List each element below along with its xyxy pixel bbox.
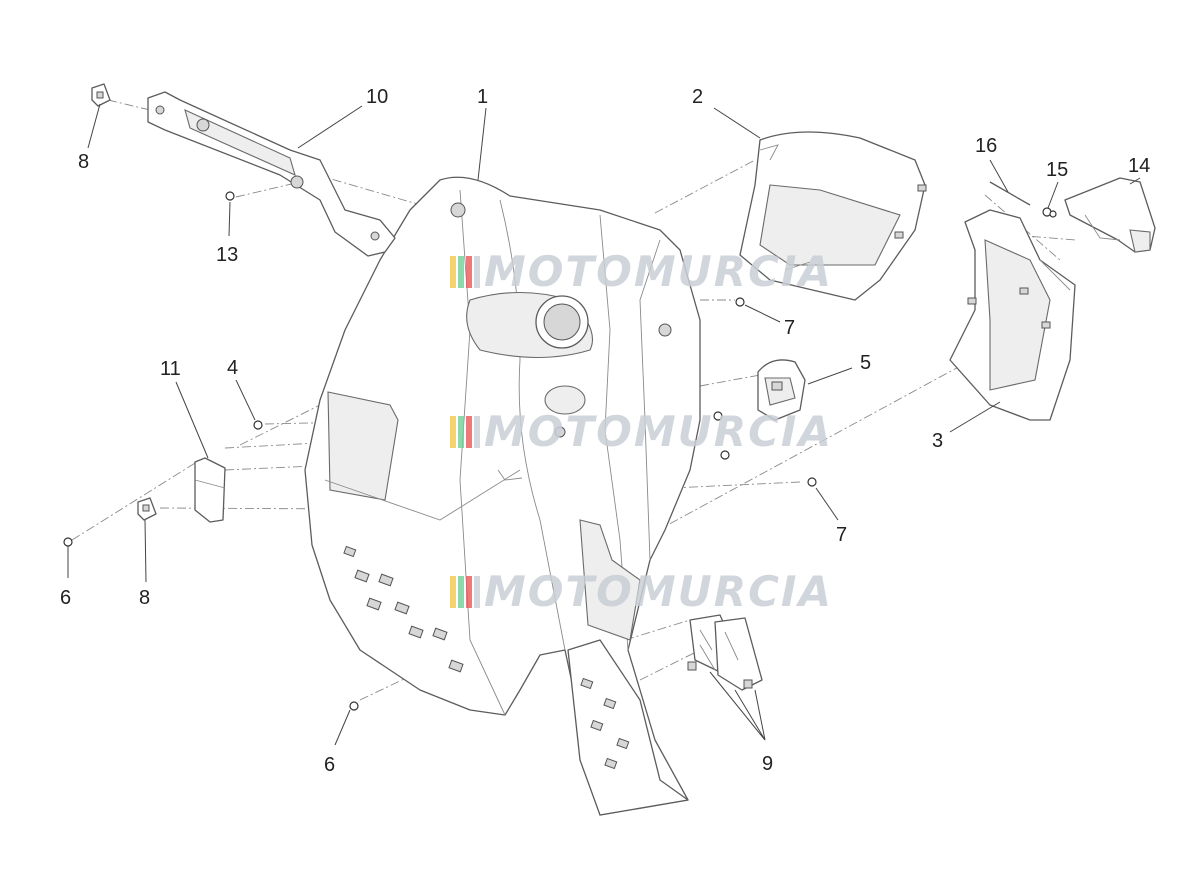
callout-8-bottom: 8 [139,587,150,609]
bracket-part-10 [147,91,396,257]
clip-part-11 [194,457,226,523]
screw-extra-1 [713,411,723,421]
nut-part-8-top [91,83,111,107]
leader-lines [67,103,1141,746]
callout-5: 5 [860,352,871,374]
svg-text:MOTOMURCIA: MOTOMURCIA [484,567,833,616]
watermark-2: MOTOMURCIA [450,407,833,456]
callout-9: 9 [762,753,773,775]
watermark-3: MOTOMURCIA [450,567,833,616]
svg-text:MOTOMURCIA: MOTOMURCIA [484,407,833,456]
fastener-set-part-9 [687,614,763,691]
callout-13: 13 [216,244,238,266]
callout-1: 1 [477,86,488,108]
callout-10: 10 [366,86,388,108]
callout-15: 15 [1046,159,1068,181]
cover-part-14 [1064,177,1156,253]
callout-14: 14 [1128,155,1150,177]
screws [63,191,817,711]
callout-11: 11 [160,358,181,380]
screw-6-left [63,537,73,547]
callout-numbers: 1 2 3 4 5 6 6 7 7 8 8 9 10 11 13 14 15 1… [60,86,1150,776]
callout-6-left: 6 [60,587,71,609]
screw-7-top [735,297,745,307]
callout-16: 16 [975,135,997,157]
callout-7-top: 7 [784,317,795,339]
screw-6-bottom [349,701,359,711]
watermark-1: MOTOMURCIA [450,247,833,296]
lock-part-5 [757,359,806,421]
screw-7-right [807,477,817,487]
svg-text:MOTOMURCIA: MOTOMURCIA [484,247,833,296]
callout-7-right: 7 [836,524,847,546]
glovebox-part-2 [739,131,927,301]
callout-3: 3 [932,430,943,452]
nut-part-8-bottom [137,497,157,521]
callout-8-top: 8 [78,151,89,173]
callout-4: 4 [227,357,238,379]
leg-shield-part-1 [304,176,701,816]
screw-13 [225,191,235,201]
pin-part-16 [989,181,1057,218]
screw-extra-2 [720,450,730,460]
pocket-part-3 [949,209,1076,421]
callout-6-bottom: 6 [324,754,335,776]
screw-4 [253,420,263,430]
callout-2: 2 [692,86,703,108]
